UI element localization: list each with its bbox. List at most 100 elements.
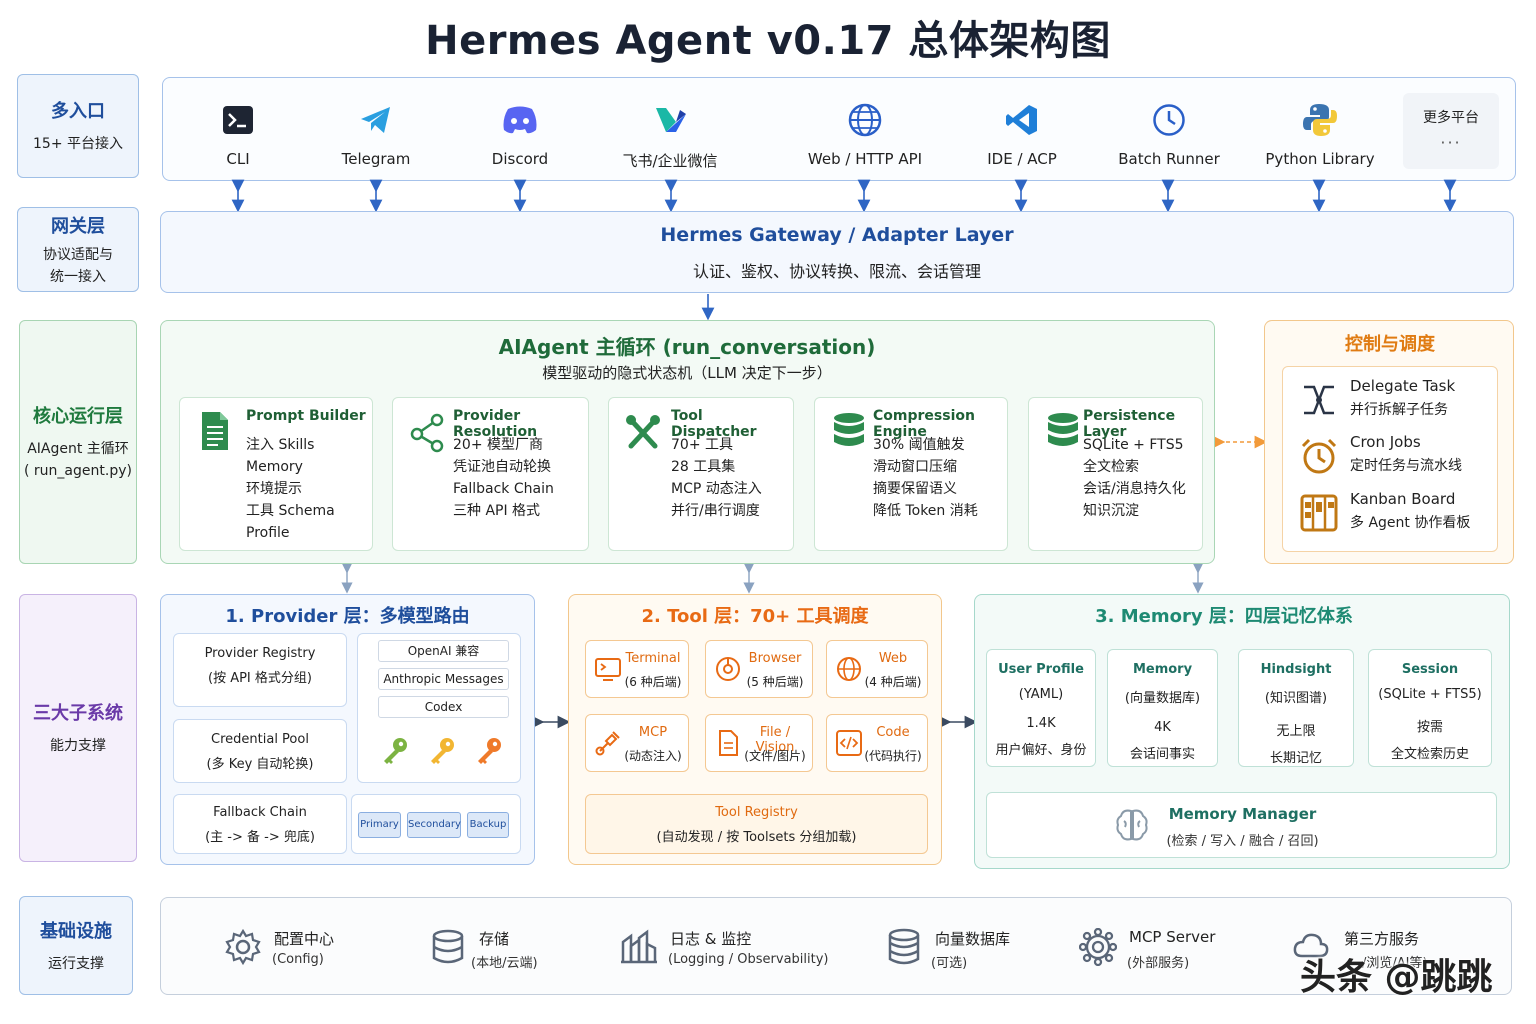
core-card-compression-engine[interactable]: Compression Engine 30% 阈值触发 滑动窗口压缩 摘要保留语… — [814, 397, 1008, 551]
globe-icon — [835, 655, 863, 683]
card-title: Tool Dispatcher — [671, 408, 757, 440]
infra-sub: (外部服务) — [1127, 956, 1190, 971]
chain-primary[interactable]: Primary — [358, 812, 401, 838]
fallback-chain-sub: (主 -> 备 -> 兜底) — [205, 830, 315, 845]
tool-code[interactable]: Code (代码执行) — [826, 714, 928, 772]
code-icon — [835, 729, 863, 757]
memory-hindsight[interactable]: Hindsight (知识图谱) 无上限 长期记忆 — [1238, 649, 1354, 767]
file-icon — [714, 729, 742, 757]
memory-user-profile[interactable]: User Profile (YAML) 1.4K 用户偏好、身份 — [986, 649, 1096, 767]
entry-web-http[interactable]: Web / HTTP API — [800, 100, 930, 168]
entry-cli[interactable]: CLI — [173, 100, 303, 168]
vscode-icon — [957, 100, 1087, 140]
card-line: Memory — [246, 459, 303, 475]
core-card-prompt-builder[interactable]: Prompt Builder 注入 Skills Memory 环境提示 工具 … — [179, 397, 373, 551]
card-line: 注入 Skills — [246, 437, 315, 453]
infra-mcp-server[interactable]: MCP Server (外部服务) — [1078, 924, 1229, 984]
core-card-persistence-layer[interactable]: Persistence Layer SQLite + FTS5 全文检索 会话/… — [1028, 397, 1203, 551]
infra-third-party[interactable]: 第三方服务 /浏览/AI等) — [1292, 924, 1492, 984]
card-title: Persistence Layer — [1083, 408, 1176, 440]
credential-pool[interactable]: Credential Pool (多 Key 自动轮换) — [173, 719, 347, 783]
plug-icon — [594, 729, 622, 757]
tool-item-title: Web — [878, 651, 908, 666]
entry-python-library[interactable]: Python Library — [1255, 100, 1385, 168]
tool-terminal[interactable]: Terminal (6 种后端) — [585, 640, 689, 698]
tool-registry-sub: (自动发现 / 按 Toolsets 分组加载) — [656, 830, 857, 845]
card-line: 降低 Token 消耗 — [873, 503, 978, 519]
more-platforms[interactable]: 更多平台 ··· — [1403, 93, 1499, 169]
tool-item-sub: (动态注入) — [624, 749, 682, 763]
layer-entry-sub: 15+ 平台接入 — [33, 136, 123, 152]
control-item-sub: 定时任务与流水线 — [1350, 458, 1462, 474]
card-line: Fallback Chain — [453, 481, 554, 497]
layer-entry-title: 多入口 — [51, 101, 105, 122]
memory-item-size: 按需 — [1416, 720, 1443, 735]
tool-browser[interactable]: Browser (5 种后端) — [705, 640, 813, 698]
infra-config-center[interactable]: 配置中心 (Config) — [224, 924, 384, 984]
card-line: 28 工具集 — [671, 459, 736, 475]
layer-label-core: 核心运行层 AIAgent 主循环 ( run_agent.py) — [19, 320, 137, 564]
core-title: AIAgent 主循环 (run_conversation) — [498, 335, 876, 359]
core-subtitle: 模型驱动的隐式状态机（LLM 决定下一步） — [542, 364, 832, 382]
card-line: 凭证池自动轮换 — [453, 459, 551, 475]
control-item-sub: 并行拆解子任务 — [1350, 402, 1448, 418]
entry-ide-acp[interactable]: IDE / ACP — [957, 100, 1087, 168]
card-line: 知识沉淀 — [1083, 503, 1139, 519]
card-lines: 70+ 工具 28 工具集 MCP 动态注入 并行/串行调度 — [671, 434, 762, 522]
tools-icon — [623, 410, 665, 454]
infra-title: 存储 — [479, 930, 510, 948]
provider-registry[interactable]: Provider Registry (按 API 格式分组) — [173, 633, 347, 707]
storage-icon — [429, 928, 467, 966]
database-icon — [885, 928, 923, 966]
memory-item-type: (YAML) — [1018, 687, 1064, 702]
layer-infra-sub: 运行支撑 — [48, 955, 104, 972]
provider-registry-title: Provider Registry — [204, 646, 316, 661]
card-title: Prompt Builder — [246, 408, 366, 424]
fallback-chain[interactable]: Fallback Chain (主 -> 备 -> 兜底) — [173, 794, 347, 854]
api-format-codex[interactable]: Codex — [378, 696, 509, 718]
memory-session[interactable]: Session (SQLite + FTS5) 按需 全文检索历史 — [1368, 649, 1492, 767]
card-line: 全文检索 — [1083, 459, 1139, 475]
infra-logging[interactable]: 日志 & 监控 (Logging / Observability) — [620, 924, 830, 984]
python-icon — [1255, 100, 1385, 140]
tool-title: 2. Tool 层：70+ 工具调度 — [641, 606, 869, 627]
entry-label: Telegram — [341, 150, 411, 168]
control-delegate-task[interactable]: Delegate Task 并行拆解子任务 — [1300, 377, 1490, 425]
tool-file-vision[interactable]: File / Vision (文件/图片) — [705, 714, 813, 772]
memory-manager[interactable]: Memory Manager (检索 / 写入 / 融合 / 召回) — [986, 792, 1497, 858]
control-item-title: Cron Jobs — [1350, 433, 1421, 451]
infra-vector-db[interactable]: 向量数据库 (可选) — [885, 924, 1035, 984]
card-title: Compression Engine — [873, 408, 975, 440]
entry-telegram[interactable]: Telegram — [311, 100, 441, 168]
chain-secondary[interactable]: Secondary — [407, 812, 461, 838]
tool-item-sub: (代码执行) — [864, 749, 922, 763]
entry-label: Web / HTTP API — [807, 150, 923, 168]
api-format-openai[interactable]: OpenAI 兼容 — [378, 640, 509, 662]
entry-feishu[interactable]: 飞书/企业微信 — [605, 100, 735, 171]
card-line: 70+ 工具 — [671, 437, 733, 453]
infra-title: MCP Server — [1129, 928, 1216, 946]
infra-storage[interactable]: 存储 (本地/云端) — [429, 924, 589, 984]
tool-web[interactable]: Web (4 种后端) — [826, 640, 928, 698]
chain-backup[interactable]: Backup — [467, 812, 509, 838]
control-kanban-board[interactable]: Kanban Board 多 Agent 协作看板 — [1300, 490, 1490, 538]
memory-item-desc: 会话间事实 — [1129, 747, 1195, 762]
core-card-provider-resolution[interactable]: Provider Resolution 20+ 模型厂商 凭证池自动轮换 Fal… — [392, 397, 589, 551]
tool-registry-title: Tool Registry — [715, 805, 798, 820]
tool-item-sub: (6 种后端) — [624, 675, 682, 689]
layer-gateway-title: 网关层 — [51, 215, 105, 237]
tool-mcp[interactable]: MCP (动态注入) — [585, 714, 689, 772]
memory-vector[interactable]: Memory (向量数据库) 4K 会话间事实 — [1107, 649, 1218, 767]
layer-gateway-sub: 协议适配与 统一接入 — [43, 246, 113, 285]
card-line: 三种 API 格式 — [453, 503, 541, 519]
tool-registry[interactable]: Tool Registry (自动发现 / 按 Toolsets 分组加载) — [585, 794, 928, 854]
entry-discord[interactable]: Discord — [455, 100, 585, 168]
key-green-icon — [380, 736, 410, 770]
control-title: 控制与调度 — [1345, 334, 1435, 355]
control-cron-jobs[interactable]: Cron Jobs 定时任务与流水线 — [1300, 433, 1490, 481]
api-format-anthropic[interactable]: Anthropic Messages — [378, 668, 509, 690]
card-line: SQLite + FTS5 — [1083, 437, 1184, 453]
core-card-tool-dispatcher[interactable]: Tool Dispatcher 70+ 工具 28 工具集 MCP 动态注入 并… — [608, 397, 794, 551]
entry-batch-runner[interactable]: Batch Runner — [1104, 100, 1234, 168]
infra-title: 配置中心 — [274, 930, 335, 948]
